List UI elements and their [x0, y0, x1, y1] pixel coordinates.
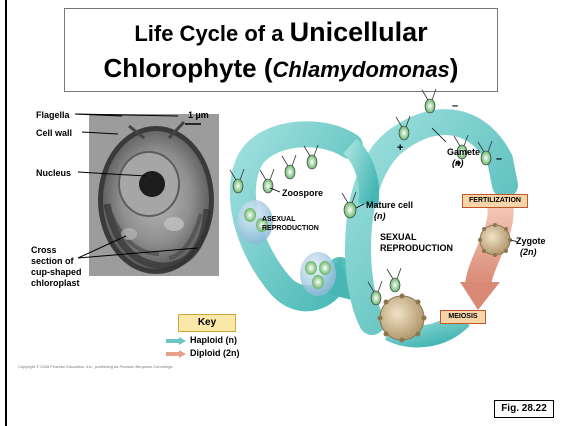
mature-cell-label: Mature cell: [366, 200, 413, 210]
zoospore-cell: [233, 179, 243, 193]
figure-label: Fig. 28.22: [494, 400, 554, 418]
diploid-key-label: Diploid (2n): [190, 348, 240, 358]
asexual-label-2: REPRODUCTION: [262, 225, 319, 232]
sporangium-2: [300, 252, 336, 296]
mature-cell-ploidy: (n): [374, 211, 386, 221]
sexual-label-1: SEXUAL: [380, 232, 417, 242]
zygote-cell: [478, 223, 512, 257]
meiotic-zygote: [378, 294, 427, 343]
haploid-key-arrow: [166, 337, 186, 345]
plus-sign-1: +: [397, 142, 403, 154]
zygote-label: Zygote: [516, 236, 546, 246]
fertilization-tag: FERTILIZATION: [462, 194, 528, 208]
meiosis-tag: MEIOSIS: [440, 310, 486, 324]
haploid-key-label: Haploid (n): [190, 335, 237, 345]
sexual-label-2: REPRODUCTION: [380, 243, 453, 253]
minus-sign-1: –: [452, 100, 458, 112]
gamete-label: Gamete: [447, 147, 480, 157]
zoospore-label: Zoospore: [282, 188, 323, 198]
copyright-text: Copyright © 2008 Pearson Education, Inc.…: [18, 364, 173, 369]
diploid-key-arrow: [166, 350, 186, 358]
plus-sign-2: +: [455, 158, 461, 170]
diploid-arrow: [460, 205, 501, 310]
minus-sign-2: –: [496, 153, 502, 165]
micrograph-leader-lines: [75, 114, 198, 258]
asexual-label-1: ASEXUAL: [262, 216, 295, 223]
key-title: Key: [178, 314, 236, 332]
zygote-ploidy: (2n): [520, 247, 537, 257]
